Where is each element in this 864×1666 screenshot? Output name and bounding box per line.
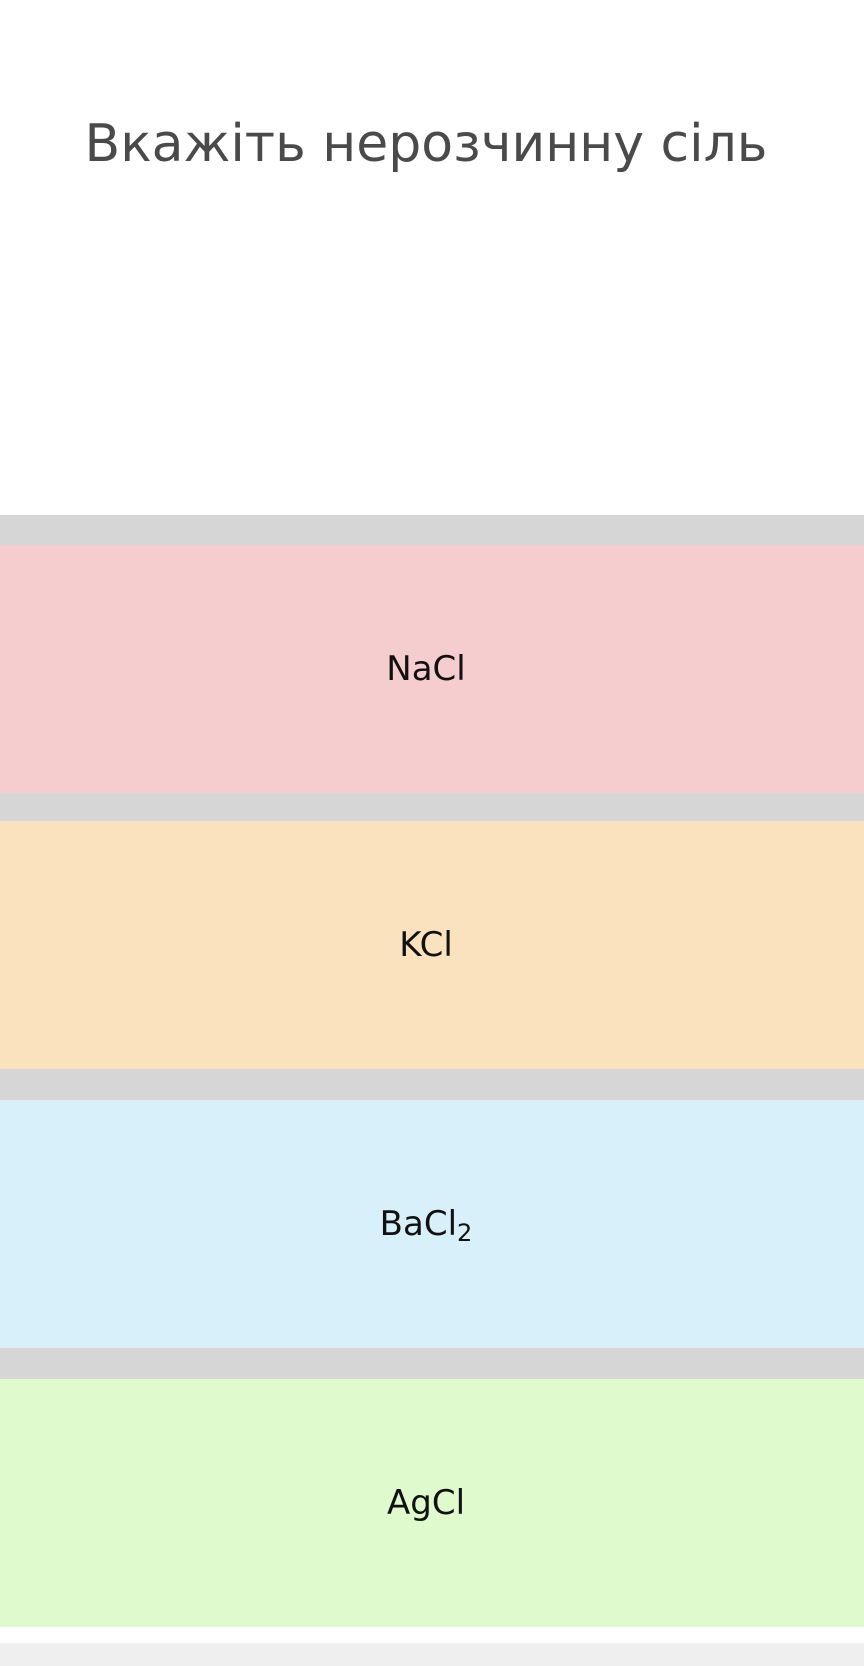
answer-option-nacl[interactable]: NaCl: [0, 545, 864, 793]
answer-list: NaCl KCl BaCl2 AgCl: [0, 515, 864, 1627]
answer-option-agcl[interactable]: AgCl: [0, 1379, 864, 1627]
answer-option-bacl2[interactable]: BaCl2: [0, 1100, 864, 1348]
question-panel: Вкажіть нерозчинну сіль: [0, 0, 864, 515]
answer-option-label: AgCl: [386, 1483, 466, 1523]
question-title: Вкажіть нерозчинну сіль: [84, 114, 768, 174]
answer-option-label: BaCl2: [379, 1204, 473, 1247]
answer-option-label: NaCl: [386, 649, 466, 689]
answer-option-kcl[interactable]: KCl: [0, 821, 864, 1069]
answer-option-label: KCl: [399, 925, 453, 965]
footer-bar: [0, 1643, 864, 1666]
